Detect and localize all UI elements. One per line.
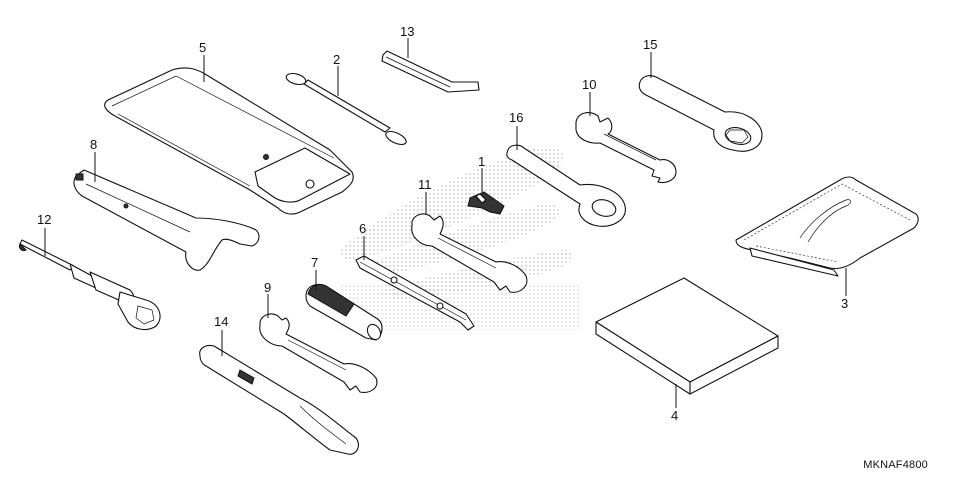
- part-number-9: 9: [264, 280, 271, 295]
- part-13-hex-key[interactable]: [381, 50, 480, 93]
- part-7-screwdriver-handle[interactable]: [305, 283, 383, 341]
- part-number-15: 15: [643, 37, 657, 52]
- part-number-6: 6: [359, 221, 366, 236]
- part-8-pin-spanner[interactable]: [73, 169, 260, 271]
- part-3-small-pouch[interactable]: [735, 176, 919, 277]
- part-number-1: 1: [478, 154, 485, 169]
- part-6-screwdriver-shaft[interactable]: [355, 255, 475, 331]
- diagram-code: MKNAF4800: [863, 459, 928, 471]
- part-number-13: 13: [400, 24, 414, 39]
- part-number-12: 12: [37, 212, 51, 227]
- part-5-tool-bag[interactable]: [104, 67, 354, 215]
- part-16-combination-wrench[interactable]: [506, 144, 626, 227]
- part-number-7: 7: [311, 255, 318, 270]
- part-number-5: 5: [199, 40, 206, 55]
- part-14-extension-handle[interactable]: [199, 344, 359, 455]
- part-4-owners-manual[interactable]: [595, 277, 779, 395]
- part-2-wire-loop[interactable]: [285, 72, 408, 148]
- part-15-box-wrench[interactable]: [638, 75, 763, 152]
- part-number-2: 2: [333, 52, 340, 67]
- part-11-open-wrench[interactable]: [411, 213, 528, 293]
- part-number-4: 4: [671, 408, 678, 423]
- part-number-8: 8: [90, 137, 97, 152]
- wing-logo-watermark: [340, 146, 580, 330]
- part-9-open-wrench[interactable]: [259, 313, 378, 393]
- part-number-10: 10: [582, 77, 596, 92]
- part-1-fuse-puller[interactable]: [467, 191, 505, 215]
- part-number-3: 3: [841, 296, 848, 311]
- part-number-14: 14: [214, 314, 228, 329]
- part-number-11: 11: [418, 177, 432, 192]
- part-number-16: 16: [509, 110, 523, 125]
- part-12-socket-wrench[interactable]: [19, 239, 161, 331]
- part-10-open-wrench[interactable]: [575, 112, 677, 184]
